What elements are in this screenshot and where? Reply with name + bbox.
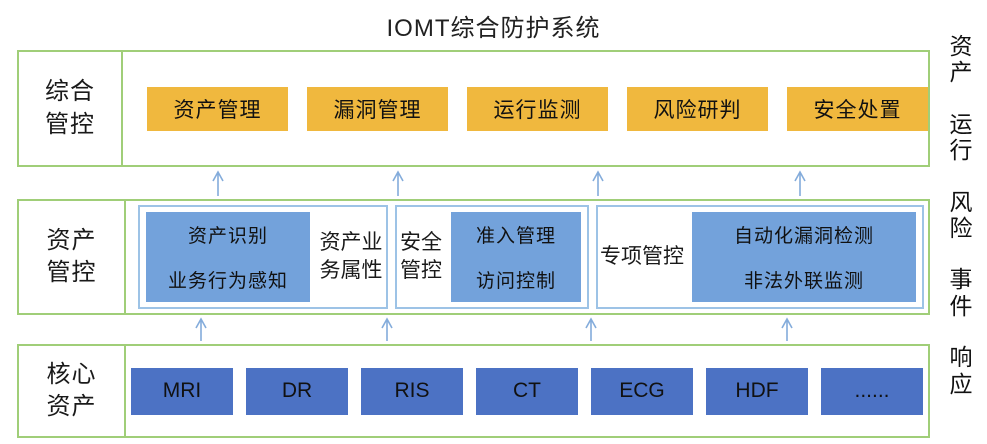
module-vulnerability-management: 漏洞管理 xyxy=(307,86,448,131)
core-asset-devices: MRI DR RIS CT ECG HDF ...... xyxy=(126,346,928,436)
module-operation-monitoring: 运行监测 xyxy=(467,86,608,131)
device-ris: RIS xyxy=(361,367,463,415)
layer-comprehensive-management: 综合 管控 资产管理 漏洞管理 运行监测 风险研判 安全处置 xyxy=(17,50,930,167)
layer-label-comprehensive-management: 综合 管控 xyxy=(19,52,123,165)
group-label-asset-business-attributes: 资产业 务属性 xyxy=(319,230,383,282)
group-security-control: 安全 管控 准入管理 访问控制 xyxy=(395,205,589,309)
side-label-column: 资产 运行 风险 事件 响应 xyxy=(946,33,976,397)
group-items: 资产识别 业务行为感知 xyxy=(140,207,316,307)
up-arrow-icon xyxy=(380,317,394,342)
device-hdf: HDF xyxy=(706,367,808,415)
group-items: 准入管理 访问控制 xyxy=(445,207,587,307)
item-access-control: 访问控制 xyxy=(451,257,581,303)
item-illegal-external-connection-monitoring: 非法外联监测 xyxy=(692,257,916,303)
up-arrow-icon xyxy=(194,317,208,342)
device-ct: CT xyxy=(476,367,578,415)
module-asset-management: 资产管理 xyxy=(147,86,288,131)
up-arrow-icon xyxy=(591,170,605,197)
layer-core-assets: 核心 资产 MRI DR RIS CT ECG HDF ...... xyxy=(17,344,930,438)
device-mri: MRI xyxy=(131,367,233,415)
side-label-risk: 风险 xyxy=(949,188,973,241)
up-arrow-icon xyxy=(780,317,794,342)
device-ecg: ECG xyxy=(591,367,693,415)
asset-control-groups: 资产识别 业务行为感知 资产业 务属性 安全 管控 准入管理 访问控制 专项管控… xyxy=(126,201,928,313)
up-arrow-icon xyxy=(793,170,807,197)
layer-label-asset-control: 资产 管控 xyxy=(19,201,126,313)
group-label-special-control: 专项管控 xyxy=(600,244,684,268)
side-label-operation: 运行 xyxy=(949,110,973,164)
side-label-response: 响应 xyxy=(949,344,973,397)
group-label-security-control: 安全 管控 xyxy=(400,230,442,282)
layer-asset-control: 资产 管控 资产识别 业务行为感知 资产业 务属性 安全 管控 准入管理 访问控… xyxy=(17,199,930,315)
item-business-behavior-perception: 业务行为感知 xyxy=(146,257,310,303)
management-modules: 资产管理 漏洞管理 运行监测 风险研判 安全处置 xyxy=(123,52,928,165)
up-arrow-icon xyxy=(584,317,598,342)
layer-label-core-assets: 核心 资产 xyxy=(19,346,126,436)
group-items: 自动化漏洞检测 非法外联监测 xyxy=(686,207,922,307)
up-arrow-icon xyxy=(211,170,225,197)
side-label-event: 事件 xyxy=(949,266,973,319)
item-access-admission: 准入管理 xyxy=(451,211,581,257)
item-automated-vulnerability-detection: 自动化漏洞检测 xyxy=(692,211,916,257)
item-asset-identification: 资产识别 xyxy=(146,211,310,257)
group-asset-business-attributes: 资产识别 业务行为感知 资产业 务属性 xyxy=(138,205,388,309)
module-risk-analysis: 风险研判 xyxy=(627,86,768,131)
device-ellipsis: ...... xyxy=(821,367,923,415)
up-arrow-icon xyxy=(391,170,405,197)
diagram-title: IOMT综合防护系统 xyxy=(386,15,601,42)
side-label-asset: 资产 xyxy=(949,33,973,86)
device-dr: DR xyxy=(246,367,348,415)
group-special-control: 专项管控 自动化漏洞检测 非法外联监测 xyxy=(596,205,924,309)
module-security-disposal: 安全处置 xyxy=(787,86,928,131)
